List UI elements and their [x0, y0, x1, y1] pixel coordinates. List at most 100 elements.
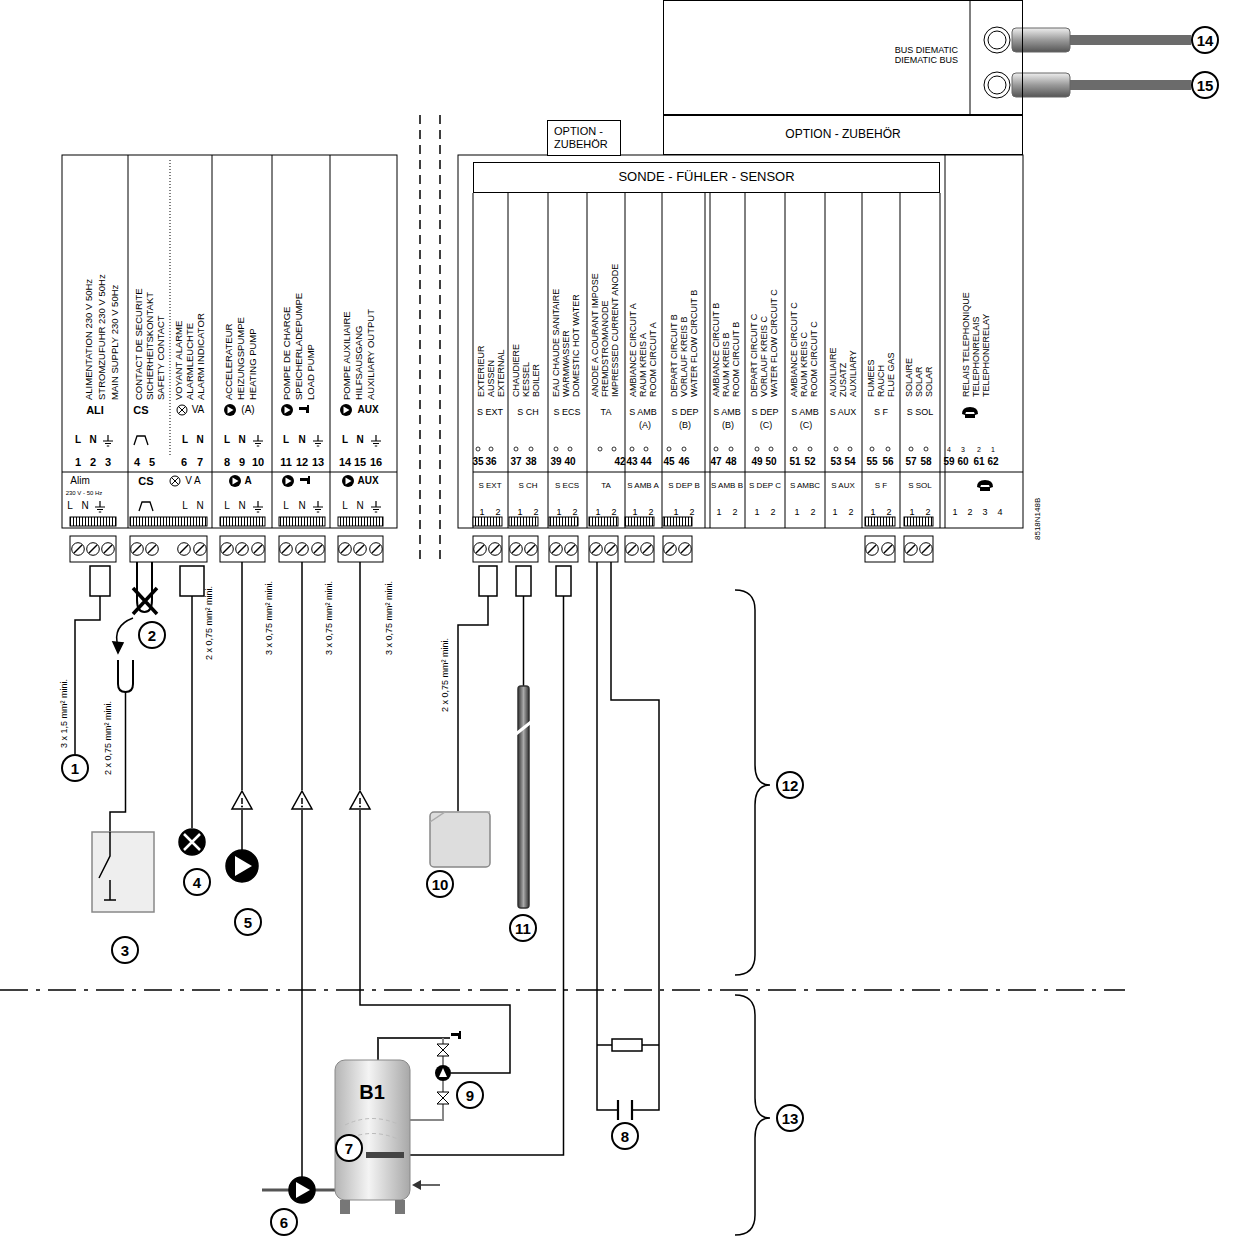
column-heading: AUXILIAIRE: [829, 347, 838, 397]
column-heading: AMBIANCE CIRCUIT A: [629, 303, 638, 397]
terminal-strip: [625, 536, 654, 562]
panel-symbols: [886, 447, 890, 451]
callout-text: 7: [345, 1141, 353, 1156]
warning-symbols: [232, 791, 252, 809]
field-wiring: [180, 566, 204, 596]
terminal-number: 57: [905, 457, 916, 467]
pin-number: 4: [997, 508, 1002, 517]
column-heading: FLUE GAS: [887, 352, 896, 397]
terminal-strip: [625, 517, 654, 526]
terminal-number: 1: [75, 457, 81, 468]
terminal-number: 38: [525, 457, 536, 467]
hot-water-tank: [435, 1065, 451, 1081]
column-heading: VORLAUF KREIS C: [760, 316, 769, 397]
column-heading: CONTACT DE SECURITE: [134, 288, 144, 400]
part-name: B1: [359, 1082, 385, 1102]
terminal-strip: [549, 536, 578, 562]
column-heading: SICHERHEITSKONTAKT: [145, 292, 155, 400]
column-heading: STROMZUFUHR 230 V 50Hz: [97, 274, 107, 400]
terminal-number: 37: [510, 457, 521, 467]
hot-water-tank: [451, 1031, 461, 1039]
pin-number: 1: [952, 508, 957, 517]
pin-number: 1: [479, 508, 484, 517]
pin-name: N: [89, 435, 96, 445]
field-wiring: [430, 812, 490, 867]
pin-name: N: [196, 435, 203, 445]
field-wiring: [289, 1177, 315, 1203]
field-wiring: [618, 1100, 632, 1120]
pin-number: 1: [909, 508, 914, 517]
terminal-number: 53: [830, 457, 841, 467]
terminal-code: (A): [241, 405, 254, 415]
terminal-number: 39: [550, 457, 561, 467]
callout-text: 9: [466, 1088, 474, 1103]
panel-symbols: [848, 447, 852, 451]
column-heading: SOLAIRE: [905, 358, 914, 397]
field-wiring: [235, 856, 252, 876]
terminal-screws: [102, 543, 115, 556]
terminal-number: 8: [224, 457, 230, 468]
terminal-screws: [131, 543, 144, 556]
panel-symbols: [755, 447, 759, 451]
column-heading: SAFETY CONTACT: [156, 315, 166, 400]
column-heading: EAU CHAUDE SANITAIRE: [552, 289, 561, 397]
terminal-screws: [525, 543, 538, 556]
cable-size: 2 x 0,75 mm² mini.: [205, 586, 214, 660]
field-wiring: [226, 850, 258, 882]
column-heading: RELAIS TELEPHONIQUE: [962, 292, 971, 397]
pin-number: 1: [556, 508, 561, 517]
pin-number: 2: [770, 508, 775, 517]
pin-number: 1: [716, 508, 721, 517]
panel-symbols: [224, 404, 236, 416]
terminal-panel: [458, 155, 1023, 528]
pin-number: 2: [533, 508, 538, 517]
terminal-number: 44: [640, 457, 651, 467]
panel-symbols: [300, 476, 310, 484]
field-wiring: [597, 562, 659, 1110]
callout-text: 5: [244, 915, 252, 930]
field-wiring: [133, 588, 157, 614]
panel-symbols: [909, 447, 913, 451]
hot-water-tank: [395, 1200, 405, 1214]
sensor-code: (C): [760, 421, 773, 430]
column-heading: AUSSEN: [487, 360, 496, 397]
terminal-number: 55: [866, 457, 877, 467]
terminal-number: 45: [663, 457, 674, 467]
pin-name: N: [356, 501, 363, 511]
callout-number: 14: [1191, 26, 1219, 54]
pin-name: L: [342, 501, 348, 511]
drawing-number: 8518N148B: [1034, 498, 1042, 540]
terminal-strip: [279, 517, 325, 526]
terminal-screws: [626, 543, 639, 556]
pin-name: L: [224, 435, 230, 445]
terminal-strip: [338, 517, 383, 526]
panel-symbols: [962, 407, 978, 418]
pin-number: 1: [754, 508, 759, 517]
pin-number: 2: [848, 508, 853, 517]
callout-text: 13: [782, 1111, 799, 1126]
panel-symbols: [714, 447, 718, 451]
strip-label: S AMB B: [711, 482, 743, 490]
box-label: OPTION - ZUBEHÖR: [785, 128, 900, 142]
strip-label: S DEP B: [668, 482, 699, 490]
panel-symbols: [489, 447, 493, 451]
strip-label: S AMB A: [627, 482, 659, 490]
bus-sockets: [984, 72, 1010, 98]
panel-symbols: [313, 435, 323, 446]
field-wiring: [99, 832, 116, 900]
panel-symbols: [229, 475, 241, 487]
callout-number: 12: [776, 771, 804, 799]
callout-number: 7: [335, 1134, 363, 1162]
strip-label: S DEP C: [749, 482, 781, 490]
panel-symbols: [667, 447, 671, 451]
terminal-number: 15: [354, 457, 366, 468]
panel-symbols: [340, 404, 352, 416]
field-wiring: [516, 722, 531, 734]
terminal-number: 6: [181, 457, 187, 468]
panel-symbols: [554, 447, 558, 451]
panel-symbols: [95, 501, 105, 512]
bus-sockets: [970, 0, 971, 115]
pin-name: N: [238, 435, 245, 445]
brackets-and-divider: [0, 989, 1125, 991]
field-wiring: [90, 566, 110, 596]
